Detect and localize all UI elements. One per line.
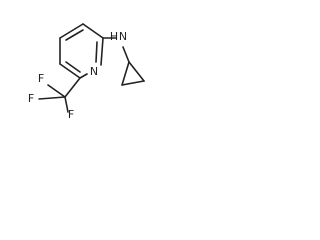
- bond-cf3-f-top: [47, 84, 66, 98]
- bond-c6-cf3: [64, 77, 81, 98]
- cyclopropyl-bond-3: [121, 61, 130, 86]
- amine-hydrogen-label: H: [110, 30, 118, 43]
- fluorine-top-label: F: [38, 72, 44, 85]
- fluorine-bottom-label: F: [68, 108, 74, 121]
- bond-c5-c6: [59, 63, 81, 79]
- amine-group: [102, 37, 130, 63]
- amine-nitrogen-label: N: [119, 30, 127, 43]
- trifluoromethyl-group: [38, 77, 81, 113]
- cyclopropyl-bond-2: [121, 80, 145, 86]
- bond-n1-c2-inner: [95, 41, 98, 63]
- bond-cf3-f-bottom: [64, 96, 69, 113]
- bond-c2-c3: [82, 23, 104, 39]
- bond-c6-n1: [79, 73, 88, 79]
- bond-c3-c4-inner: [65, 29, 84, 41]
- cyclopropyl-bond-1: [128, 61, 145, 82]
- bond-cf3-f-left: [38, 96, 66, 100]
- ring-nitrogen-label: N: [90, 65, 98, 78]
- bond-c5-c6-inner: [65, 61, 81, 73]
- bond-n1-c2: [100, 37, 104, 66]
- pyridine-ring: [59, 23, 104, 79]
- fluorine-left-label: F: [28, 92, 34, 105]
- bond-nh-cyclopropyl: [122, 46, 130, 63]
- cyclopropyl-ring: [121, 61, 145, 86]
- bond-c3-c4: [59, 23, 84, 39]
- chemical-structure: N H N F F F: [28, 23, 145, 121]
